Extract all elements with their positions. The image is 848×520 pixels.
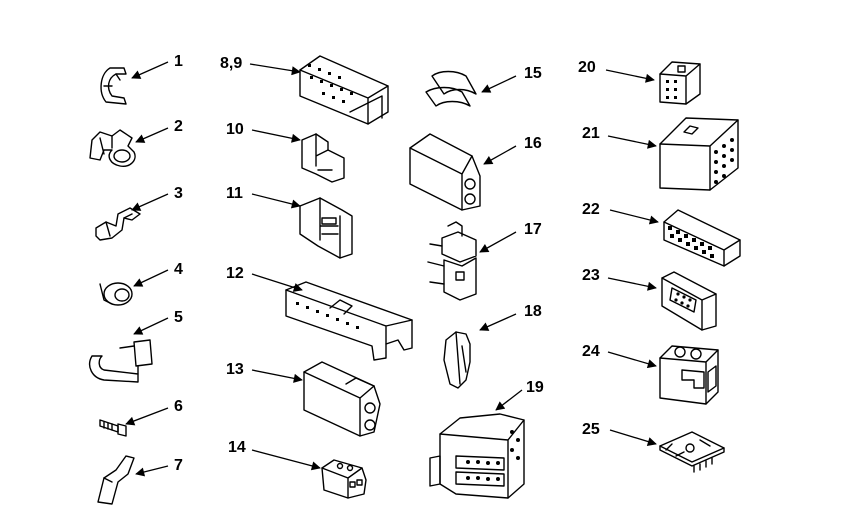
part-18-bracket (443, 331, 471, 389)
part-14-connector (321, 459, 367, 499)
callout-19: 19 (526, 379, 544, 396)
part-8-9-connector (299, 55, 389, 125)
callout-13: 13 (226, 361, 244, 378)
part-7-bracket (97, 455, 135, 505)
part-4-grommet (99, 282, 133, 306)
callout-12: 12 (226, 265, 244, 282)
callout-14: 14 (228, 439, 246, 456)
part-1-clip (100, 67, 127, 105)
callout-6: 6 (174, 398, 183, 415)
part-19-connector-block (429, 413, 525, 499)
part-12-terminal-block (285, 281, 413, 361)
part-22-connector (663, 209, 741, 267)
part-13-connector (303, 361, 381, 437)
callout-22: 22 (582, 201, 600, 218)
callout-5: 5 (174, 309, 183, 326)
leader-arrows (125, 61, 659, 477)
callout-20: 20 (578, 59, 596, 76)
part-16-connector (409, 133, 481, 211)
callout-3: 3 (174, 185, 183, 202)
callout-23: 23 (582, 267, 600, 284)
callout-2: 2 (174, 118, 183, 135)
part-24-connector (659, 345, 719, 405)
part-6-screw (99, 419, 127, 437)
callout-11: 11 (226, 185, 243, 202)
callout-24: 24 (582, 343, 600, 360)
callout-18: 18 (524, 303, 542, 320)
part-17-switch (427, 221, 477, 301)
callout-15: 15 (524, 65, 542, 82)
part-21-connector (659, 117, 739, 191)
callout-7: 7 (174, 457, 183, 474)
part-15-sleeve (425, 70, 477, 107)
callout-16: 16 (524, 135, 542, 152)
part-25-circuit-board (659, 431, 725, 473)
part-20-connector (659, 61, 701, 105)
callout-4: 4 (174, 261, 183, 278)
callout-21: 21 (582, 125, 600, 142)
callout-10: 10 (226, 121, 244, 138)
part-11-connector (299, 197, 353, 259)
callout-labels: 1 2 3 4 5 6 7 8,9 10 11 12 13 14 15 16 1… (174, 53, 600, 474)
part-2-clamp (89, 129, 136, 167)
callout-1: 1 (174, 53, 183, 70)
callout-25: 25 (582, 421, 600, 438)
callout-8-9: 8,9 (220, 55, 242, 72)
part-23-d-sub-connector (661, 271, 717, 331)
part-3-clip (95, 207, 141, 241)
part-10-connector (301, 133, 345, 183)
part-5-clamp (88, 339, 153, 383)
callout-17: 17 (524, 221, 542, 238)
